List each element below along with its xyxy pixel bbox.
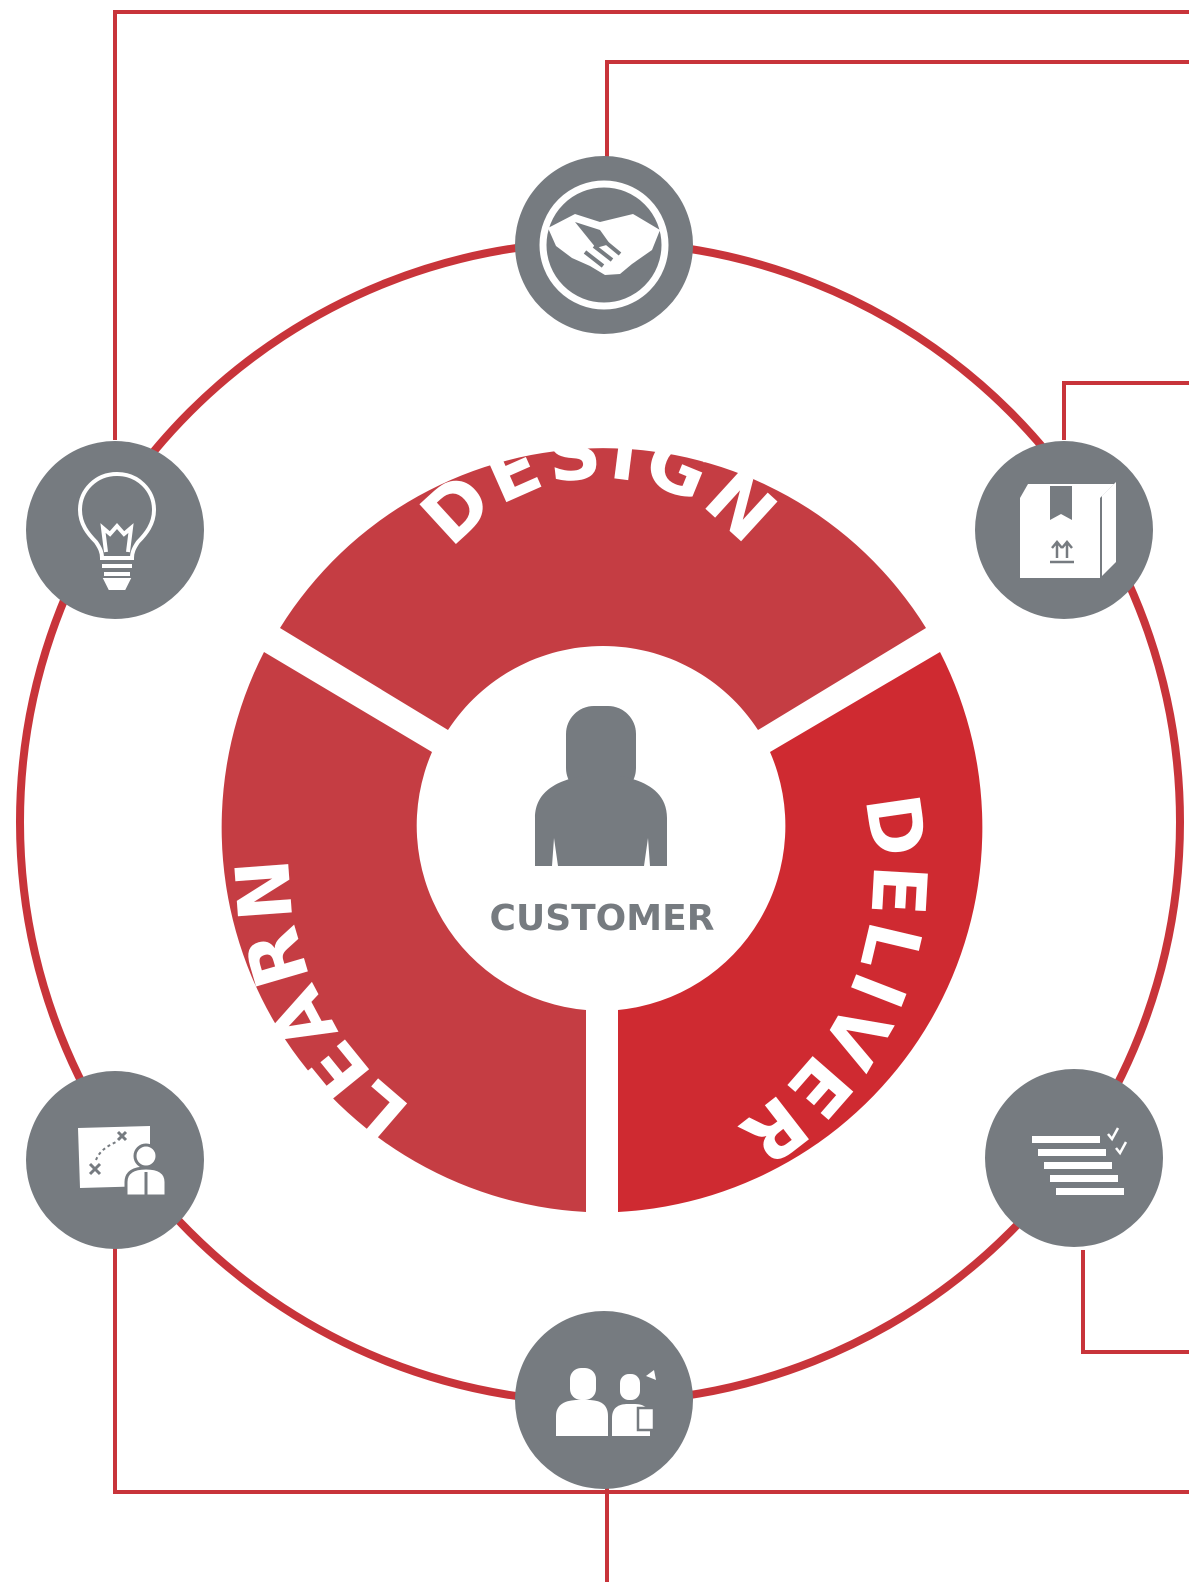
customer-label: CUSTOMER (490, 898, 715, 939)
lightbulb-icon (77, 471, 157, 590)
node-upper-left (26, 441, 204, 619)
node-lower-right (985, 1069, 1163, 1247)
package-box-icon (1020, 482, 1116, 578)
team-people-icon (556, 1368, 656, 1436)
node-top (515, 156, 693, 334)
segment-deliver (618, 652, 983, 1212)
checklist-icon (1032, 1127, 1128, 1195)
person-icon (535, 706, 667, 866)
handshake-icon (548, 214, 660, 275)
connector-frame-top (605, 60, 1189, 160)
segment-learn (221, 652, 587, 1212)
connector-frame-right-upper (1062, 381, 1189, 440)
connector-frame-right-lower (1081, 1250, 1189, 1354)
connector-lines (113, 10, 1189, 1582)
strategy-board-icon (78, 1126, 168, 1198)
node-bottom (515, 1311, 693, 1489)
connector-frame-bottom-left (113, 1245, 1189, 1494)
node-upper-right (975, 441, 1153, 619)
customer-center: CUSTOMER (490, 706, 715, 939)
segment-design (280, 448, 926, 730)
node-lower-left (26, 1071, 204, 1249)
connector-frame-outer (113, 10, 1189, 440)
